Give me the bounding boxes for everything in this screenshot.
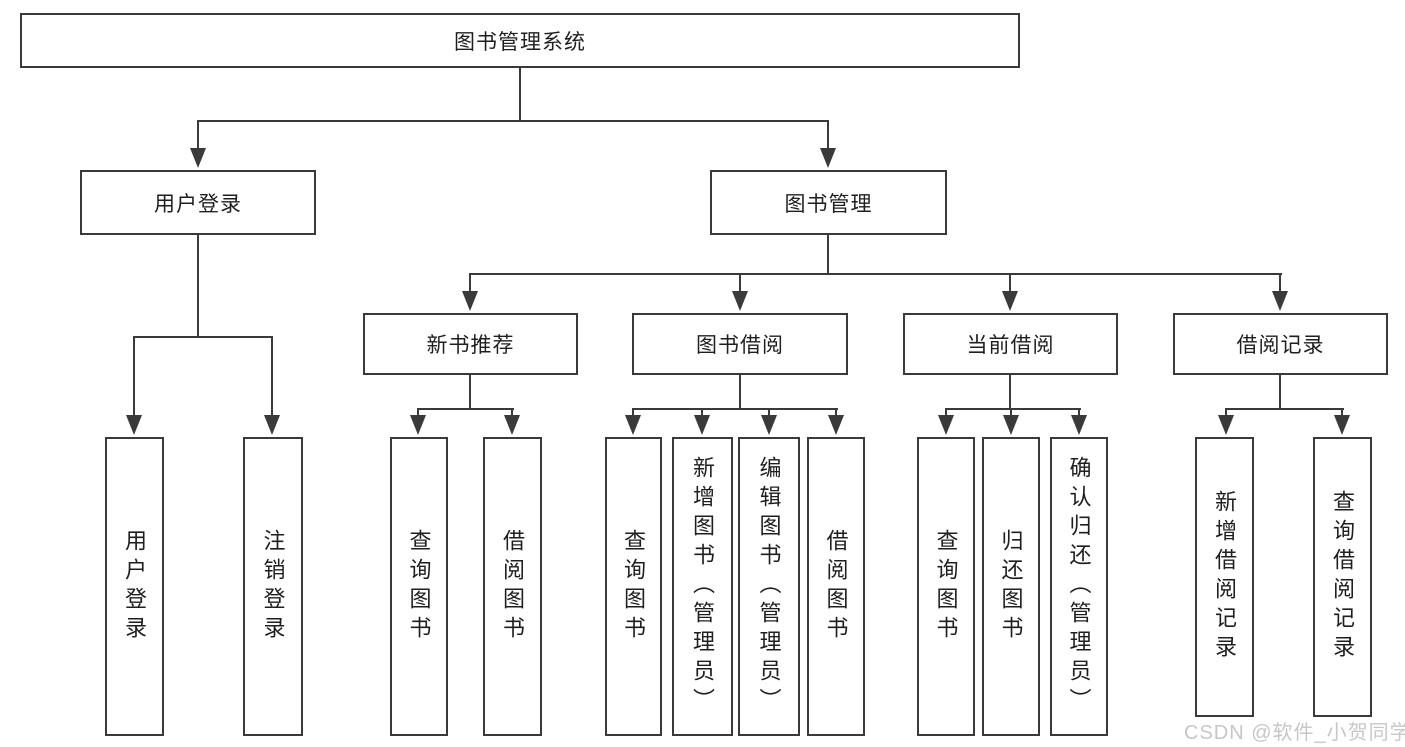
leaf-bor-borrow-books: 借阅图书	[807, 437, 865, 736]
arrow-down-icon	[1003, 415, 1019, 435]
arrow-down-icon	[938, 415, 954, 435]
arrow-down-icon	[761, 415, 777, 435]
arrow-down-icon	[190, 148, 206, 168]
connector-line	[1078, 408, 1080, 420]
connector-line	[417, 408, 514, 410]
node-user-login: 用户登录	[80, 170, 316, 235]
arrow-down-icon	[126, 415, 142, 435]
node-current-borrowing: 当前借阅	[903, 313, 1118, 375]
arrow-down-icon	[1002, 291, 1018, 311]
connector-line	[768, 408, 770, 420]
connector-line	[1279, 273, 1281, 295]
connector-line	[1009, 375, 1011, 410]
connector-line	[271, 336, 273, 419]
leaf-bor-edit-books-admin: 编辑图书（管理员）	[738, 437, 800, 736]
arrow-down-icon	[1334, 415, 1350, 435]
leaf-rec-borrow-books: 借阅图书	[483, 437, 542, 736]
leaf-bor-query-books: 查询图书	[605, 437, 662, 736]
arrow-down-icon	[264, 415, 280, 435]
connector-line	[739, 375, 741, 410]
connector-root-hbar	[197, 120, 829, 122]
watermark: CSDN @软件_小贺同学	[1184, 722, 1405, 744]
connector-line	[1010, 408, 1012, 420]
connector-line	[1225, 408, 1227, 420]
leaf-cur-confirm-return-admin: 确认归还（管理员）	[1050, 437, 1108, 736]
arrow-down-icon	[410, 415, 426, 435]
leaf-user-login: 用户登录	[105, 437, 164, 736]
connector-line	[511, 408, 513, 420]
leaf-cur-query-books: 查询图书	[917, 437, 975, 736]
leaf-bor-add-books-admin: 新增图书（管理员）	[672, 437, 733, 736]
leaf-rec-query-books: 查询图书	[390, 437, 448, 736]
connector-userlogin-hbar	[133, 336, 273, 338]
connector-line	[469, 375, 471, 410]
connector-bookmgmt-hbar	[469, 273, 1282, 275]
arrow-down-icon	[1218, 415, 1234, 435]
node-borrowing-records: 借阅记录	[1173, 313, 1388, 375]
connector-line	[945, 408, 1081, 410]
connector-line	[632, 408, 634, 420]
connector-line	[632, 408, 838, 410]
arrow-down-icon	[732, 291, 748, 311]
leaf-log-add-borrow-record: 新增借阅记录	[1195, 437, 1254, 717]
arrow-down-icon	[462, 291, 478, 311]
connector-line	[739, 273, 741, 295]
connector-line	[417, 408, 419, 420]
connector-line	[1341, 408, 1343, 420]
connector-line	[133, 336, 135, 419]
connector-line	[197, 120, 199, 152]
arrow-down-icon	[504, 415, 520, 435]
connector-line	[701, 408, 703, 420]
arrow-down-icon	[625, 415, 641, 435]
leaf-cur-return-books: 归还图书	[982, 437, 1040, 736]
arrow-down-icon	[694, 415, 710, 435]
connector-bookmgmt-stem	[827, 235, 829, 275]
connector-line	[827, 120, 829, 152]
node-book-borrowing: 图书借阅	[632, 313, 848, 375]
connector-line	[1009, 273, 1011, 295]
arrow-down-icon	[828, 415, 844, 435]
leaf-log-query-borrow-record: 查询借阅记录	[1313, 437, 1372, 717]
node-root: 图书管理系统	[20, 13, 1020, 68]
arrow-down-icon	[820, 148, 836, 168]
connector-line	[1279, 375, 1281, 410]
node-book-management: 图书管理	[710, 170, 947, 235]
connector-userlogin-stem	[197, 235, 199, 338]
connector-line	[835, 408, 837, 420]
arrow-down-icon	[1272, 291, 1288, 311]
arrow-down-icon	[1071, 415, 1087, 435]
connector-root-stem	[519, 68, 521, 122]
connector-line	[945, 408, 947, 420]
connector-line	[469, 273, 471, 295]
leaf-logout: 注销登录	[243, 437, 303, 736]
connector-line	[1225, 408, 1344, 410]
node-new-book-recommendation: 新书推荐	[363, 313, 578, 375]
